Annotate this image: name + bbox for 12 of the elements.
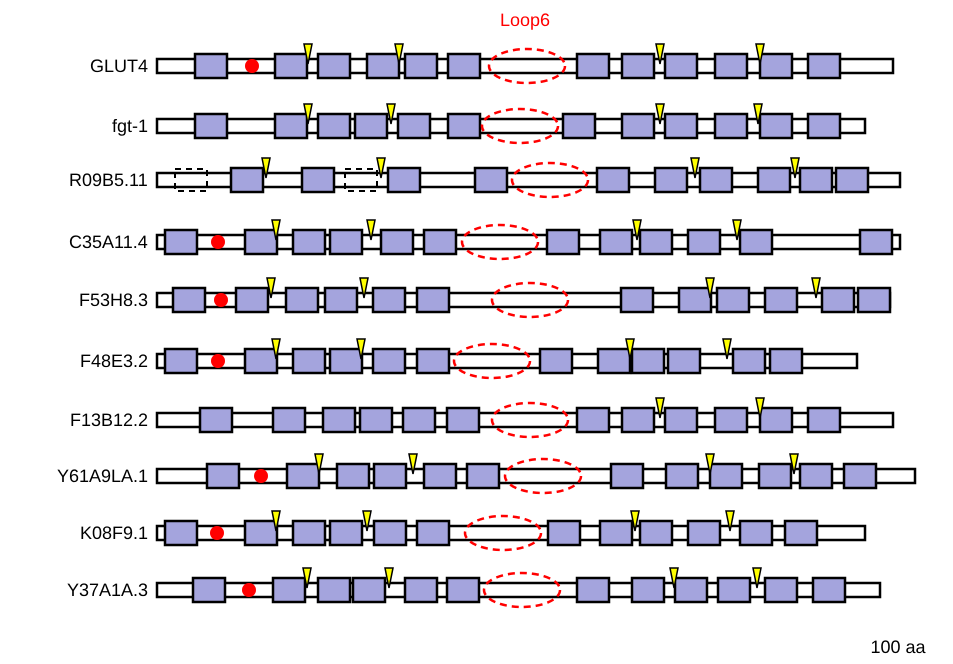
protein-name: F48E3.2	[80, 351, 148, 371]
loop-label: Loop6	[500, 10, 550, 30]
scale-label: 100 aa	[870, 637, 926, 657]
protein-name: R09B5.11	[69, 170, 148, 190]
protein-name: Y37A1A.3	[67, 580, 148, 600]
protein-name: F13B12.2	[70, 410, 148, 430]
protein-name: F53H8.3	[79, 290, 148, 310]
protein-name: GLUT4	[90, 56, 148, 76]
protein-name: Y61A9LA.1	[57, 466, 148, 486]
protein-name: K08F9.1	[80, 523, 148, 543]
protein-name: C35A11.4	[69, 232, 148, 252]
protein-name: fgt-1	[112, 116, 148, 136]
